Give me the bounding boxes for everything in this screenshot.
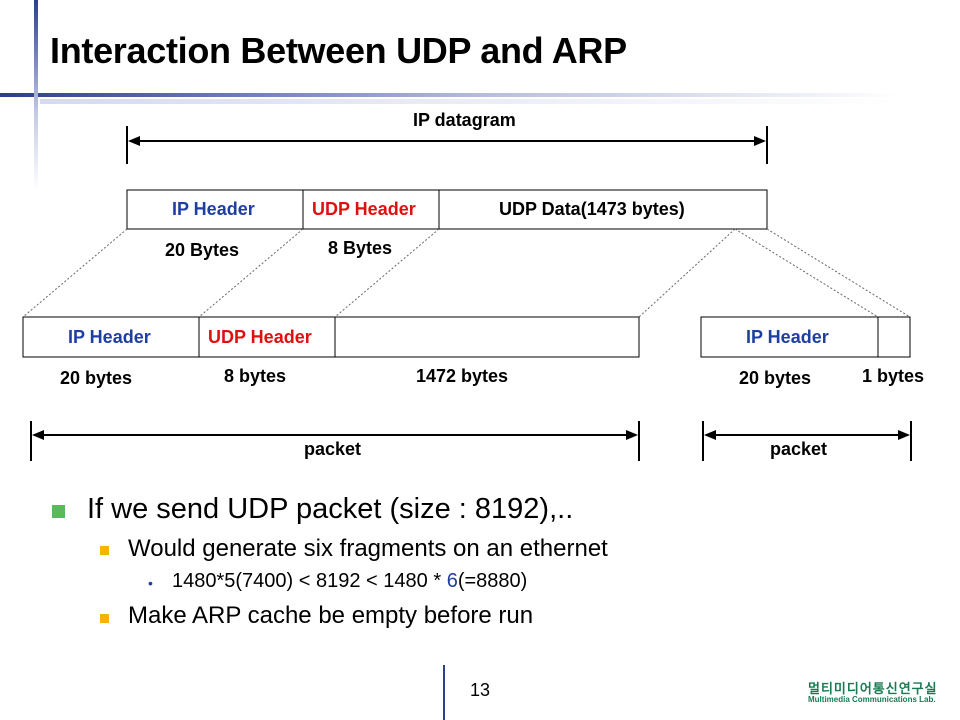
bullet-level2-b-text: Make ARP cache be empty before run	[128, 602, 534, 629]
top-ip-header-label: IP Header	[172, 199, 255, 219]
top-ip-header-size: 20 Bytes	[165, 240, 240, 260]
fragment2-data-size: 1 bytes	[862, 366, 925, 386]
ip-datagram-arrowhead-left	[128, 136, 140, 146]
packet-arrow-1	[30, 421, 640, 461]
bullet-level2-a-text: Would generate six fragments on an ether…	[128, 535, 608, 562]
bullet-orange-square-icon	[100, 546, 109, 555]
top-datagram-boxes	[126, 189, 768, 230]
ip-datagram-label: IP datagram	[413, 110, 516, 130]
bullet-level1-text: If we send UDP packet (size : 8192),..	[87, 493, 574, 525]
title-underline-shadow	[40, 99, 900, 104]
bullet-level3-prefix: 1480*5(7400) < 8192 < 1480 *	[172, 570, 447, 592]
fragment2-ip-header-label: IP Header	[746, 327, 829, 347]
top-udp-data-label: UDP Data(1473 bytes)	[499, 199, 685, 219]
fragment2-packet-label: packet	[770, 439, 828, 459]
fragment2-ip-header-size: 20 bytes	[739, 368, 812, 388]
ip-datagram-arrowhead-right	[754, 136, 766, 146]
bullet-level3-highlight: 6	[446, 570, 458, 592]
page-number: 13	[470, 680, 491, 700]
title-underline	[0, 93, 900, 97]
packet-arrow-2	[702, 421, 912, 461]
ip-datagram-arrow	[126, 126, 768, 164]
left-accent-bar	[34, 0, 38, 190]
slide-title: Interaction Between UDP and ARP	[50, 30, 627, 71]
fragment1-udp-header-size: 8 bytes	[224, 366, 287, 386]
fragment1-boxes	[22, 316, 640, 358]
lab-logo-english: Multimedia Communications Lab.	[808, 695, 936, 704]
fragment1-data-size: 1472 bytes	[416, 366, 509, 386]
packet-arrow-1-head-left	[32, 430, 44, 440]
packet-arrow-2-head-right	[898, 430, 910, 440]
lab-logo-korean: 멀티미디어통신연구실	[808, 681, 938, 696]
packet-arrow-2-head-left	[704, 430, 716, 440]
fragment1-udp-header-label: UDP Header	[208, 327, 312, 347]
fragment1-ip-header-size: 20 bytes	[60, 368, 133, 388]
bullet-green-square-icon	[52, 505, 65, 518]
bullet-orange-square-icon	[100, 614, 109, 623]
bullet-blue-dot-icon: •	[148, 575, 153, 591]
packet-arrow-1-head-right	[626, 430, 638, 440]
fragment-projection-lines	[22, 228, 911, 318]
fragment1-packet-label: packet	[304, 439, 362, 459]
top-udp-header-size: 8 Bytes	[328, 238, 393, 258]
bullet-level3-text: 1480*5(7400) < 8192 < 1480 * 6(=8880)	[172, 570, 527, 593]
bullet-level3-suffix: (=8880)	[457, 570, 528, 592]
fragment1-ip-header-label: IP Header	[68, 327, 151, 347]
fragment2-boxes	[700, 316, 911, 358]
top-udp-header-label: UDP Header	[312, 199, 416, 219]
